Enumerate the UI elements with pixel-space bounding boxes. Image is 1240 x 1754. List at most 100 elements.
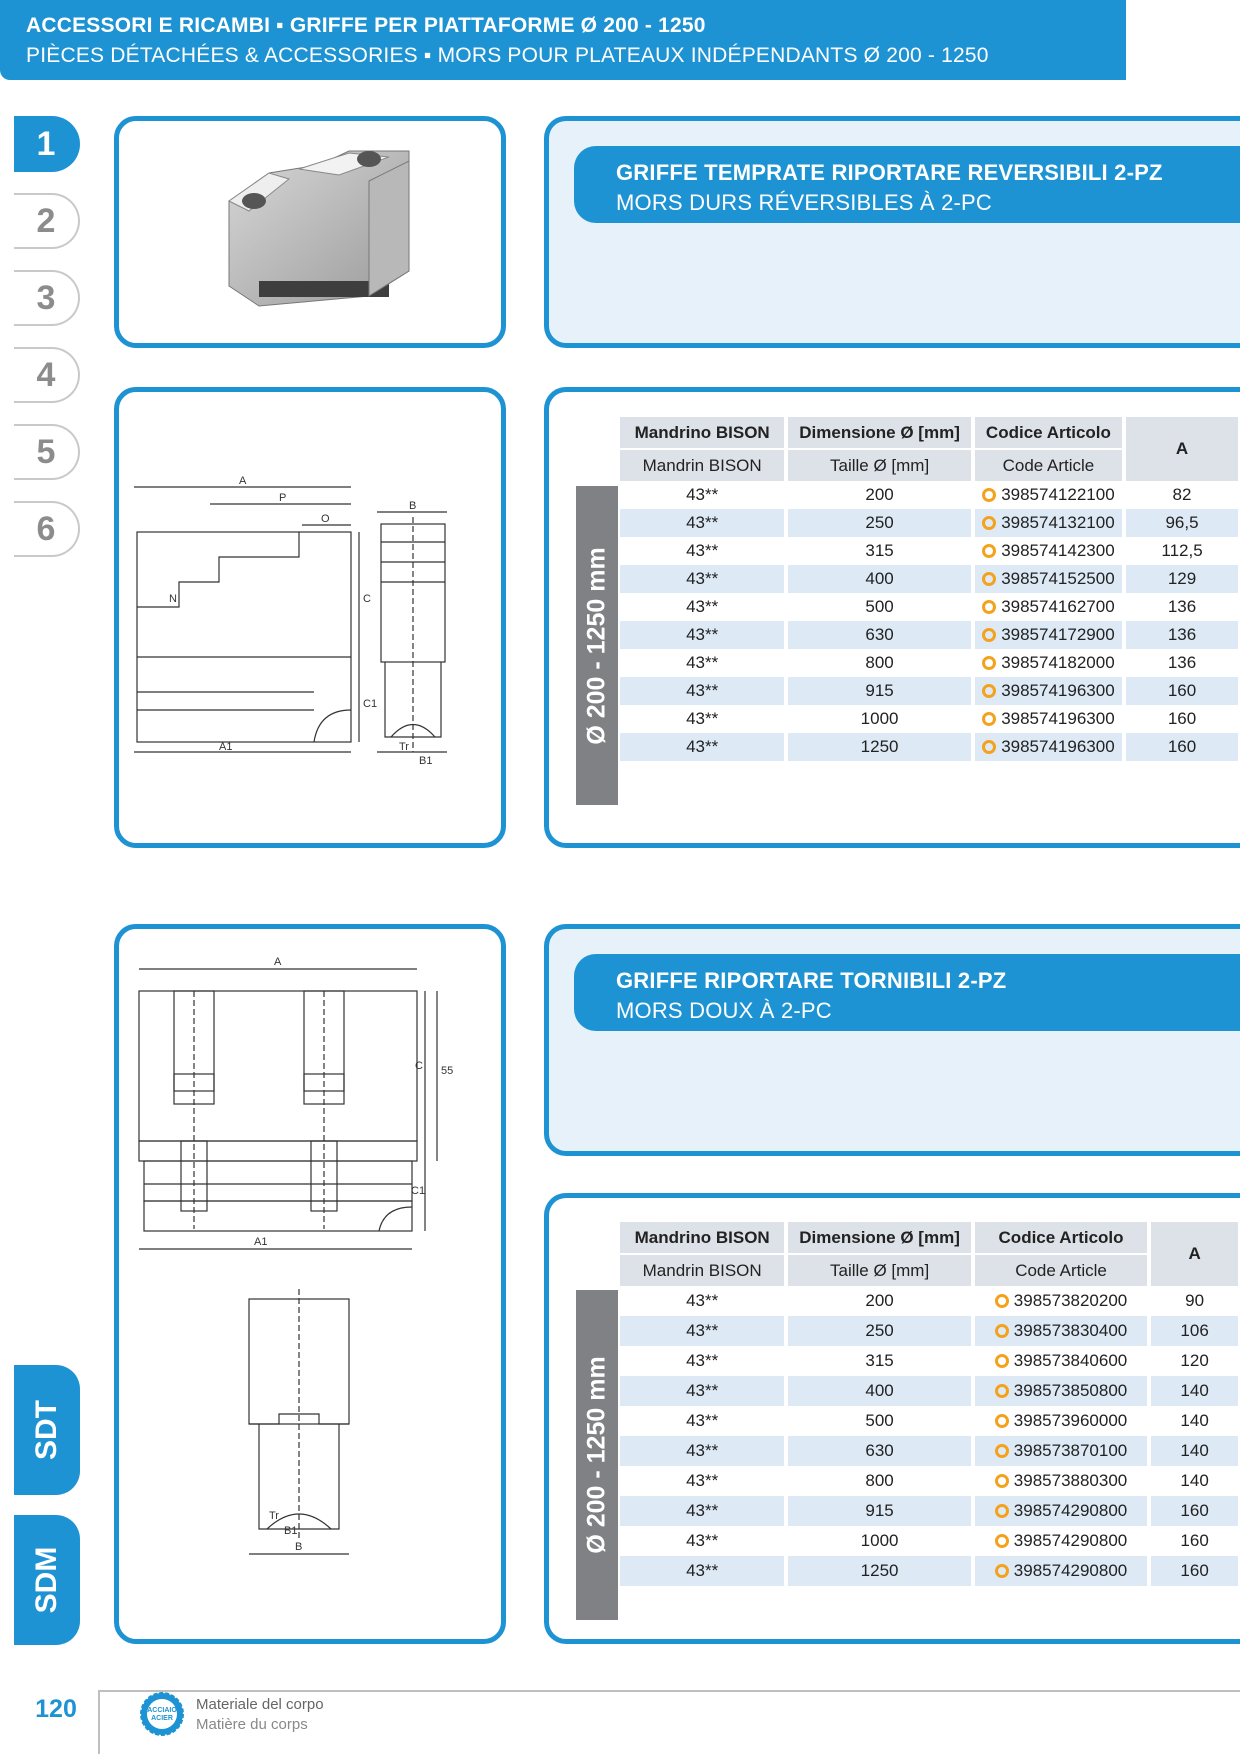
size-cell: 1000	[786, 705, 973, 733]
article-code-cell[interactable]: 398573960000	[972, 1406, 1150, 1436]
dim-b-label: B	[409, 500, 416, 512]
table-header-row-it: Mandrino BISON Dimensione Ø [mm] Codice …	[618, 1222, 1240, 1286]
dim-o-label: O	[321, 513, 330, 525]
mandrel-cell: 43**	[618, 733, 787, 761]
dim-b1-label: B1	[419, 755, 432, 767]
side-tab-sdt[interactable]: SDT	[14, 1365, 80, 1495]
article-code-cell[interactable]: 398573880300	[972, 1466, 1150, 1496]
article-code-cell[interactable]: 398574196300	[972, 705, 1125, 733]
size-cell: 800	[786, 649, 973, 677]
chapter-tab-2[interactable]: 2	[14, 193, 80, 249]
dim-a-label-2: A	[274, 956, 282, 968]
article-code-text: 398574290800	[1013, 1561, 1128, 1580]
article-code-cell[interactable]: 398574152500	[972, 565, 1125, 593]
code-bullet-icon	[982, 711, 997, 726]
article-code-text: 398574152500	[1001, 569, 1115, 588]
mandrel-cell: 43**	[618, 1496, 787, 1526]
article-code-cell[interactable]: 398573850800	[972, 1376, 1150, 1406]
chapter-tab-4[interactable]: 4	[14, 347, 80, 403]
mandrel-cell: 43**	[618, 705, 787, 733]
size-range-bar-1: Ø 200 - 1250 mm	[576, 486, 618, 805]
size-cell: 500	[786, 593, 973, 621]
header-title-fr: PIÈCES DÉTACHÉES & ACCESSORIES ▪ MORS PO…	[26, 44, 989, 67]
article-code-cell[interactable]: 398574290800	[972, 1556, 1150, 1586]
article-code-cell[interactable]: 398574290800	[972, 1496, 1150, 1526]
dim-tr-label-2: Tr	[269, 1510, 279, 1522]
dim-a1-label: A1	[219, 741, 232, 753]
article-code-cell[interactable]: 398574142300	[972, 537, 1125, 565]
mandrel-cell: 43**	[618, 1436, 787, 1466]
mandrel-cell: 43**	[618, 1286, 787, 1316]
col-header-size-fr: Taille Ø [mm]	[786, 1253, 973, 1286]
dim-b1-label-2: B1	[284, 1525, 297, 1537]
col-header-code-it: Codice Articolo	[972, 1222, 1150, 1253]
dim-a-cell: 160	[1149, 1526, 1240, 1556]
article-code-text: 398573830400	[1013, 1321, 1128, 1340]
code-bullet-icon	[994, 1413, 1009, 1428]
chapter-tab-1[interactable]: 1	[14, 116, 80, 172]
article-code-cell[interactable]: 398574162700	[972, 593, 1125, 621]
mandrel-cell: 43**	[618, 1466, 787, 1496]
article-code-cell[interactable]: 398574172900	[972, 621, 1125, 649]
code-bullet-icon	[994, 1323, 1009, 1338]
article-code-cell[interactable]: 398574132100	[972, 509, 1125, 537]
article-code-cell[interactable]: 398573840600	[972, 1346, 1150, 1376]
mandrel-cell: 43**	[618, 621, 787, 649]
article-code-text: 398573870100	[1013, 1441, 1128, 1460]
chapter-tab-6[interactable]: 6	[14, 501, 80, 557]
size-cell: 315	[786, 1346, 973, 1376]
product-table-1: Mandrino BISON Dimensione Ø [mm] Codice …	[618, 417, 1240, 761]
col-header-mandrel-fr: Mandrin BISON	[618, 1253, 787, 1286]
article-code-text: 398573820200	[1013, 1291, 1128, 1310]
dim-p-label: P	[279, 492, 286, 504]
article-code-cell[interactable]: 398574182000	[972, 649, 1125, 677]
size-cell: 800	[786, 1466, 973, 1496]
mandrel-cell: 43**	[618, 509, 787, 537]
size-cell: 250	[786, 1316, 973, 1346]
chapter-tab-5[interactable]: 5	[14, 424, 80, 480]
dim-c1-label: C1	[363, 698, 377, 710]
article-code-text: 398574290800	[1013, 1501, 1128, 1520]
article-code-cell[interactable]: 398573830400	[972, 1316, 1150, 1346]
article-code-cell[interactable]: 398573820200	[972, 1286, 1150, 1316]
article-code-text: 398573850800	[1013, 1381, 1128, 1400]
chapter-tab-3[interactable]: 3	[14, 270, 80, 326]
code-bullet-icon	[994, 1503, 1009, 1518]
article-code-text: 398574196300	[1001, 681, 1115, 700]
logo-text-2: ACIER	[151, 1715, 173, 1722]
size-range-label-2: Ø 200 - 1250 mm	[582, 1356, 611, 1554]
article-code-cell[interactable]: 398574196300	[972, 677, 1125, 705]
table-header-row-fr: Mandrin BISON Taille Ø [mm] Code Article	[618, 1253, 1240, 1286]
dim-b-label-2: B	[295, 1541, 302, 1553]
article-code-text: 398573960000	[1013, 1411, 1128, 1430]
technical-drawing-frame-2: A A1 C 55 C1 Tr B1 B	[114, 924, 506, 1644]
technical-drawing-frame-1: A P O A1 C C1 N B Tr B1	[114, 387, 506, 848]
footer-rule	[100, 1690, 1240, 1692]
article-code-cell[interactable]: 398574122100	[972, 481, 1125, 509]
size-cell: 1250	[786, 733, 973, 761]
article-code-cell[interactable]: 398574290800	[972, 1526, 1150, 1556]
dim-a-cell: 112,5	[1124, 537, 1240, 565]
col-header-code-fr: Code Article	[972, 1253, 1150, 1286]
side-tab-sdm[interactable]: SDM	[14, 1515, 80, 1645]
dim-a-cell: 140	[1149, 1466, 1240, 1496]
material-label-it: Materiale del corpo	[196, 1696, 324, 1713]
code-bullet-icon	[982, 571, 997, 586]
code-bullet-icon	[994, 1473, 1009, 1488]
col-header-mandrel-it: Mandrino BISON	[618, 1222, 787, 1253]
article-code-cell[interactable]: 398574196300	[972, 733, 1125, 761]
size-cell: 400	[786, 565, 973, 593]
article-code-cell[interactable]: 398573870100	[972, 1436, 1150, 1466]
technical-drawing-1: A P O A1 C C1 N B Tr B1	[134, 475, 447, 767]
dim-c1-label-2: C1	[411, 1185, 425, 1197]
size-cell: 1000	[786, 1526, 973, 1556]
